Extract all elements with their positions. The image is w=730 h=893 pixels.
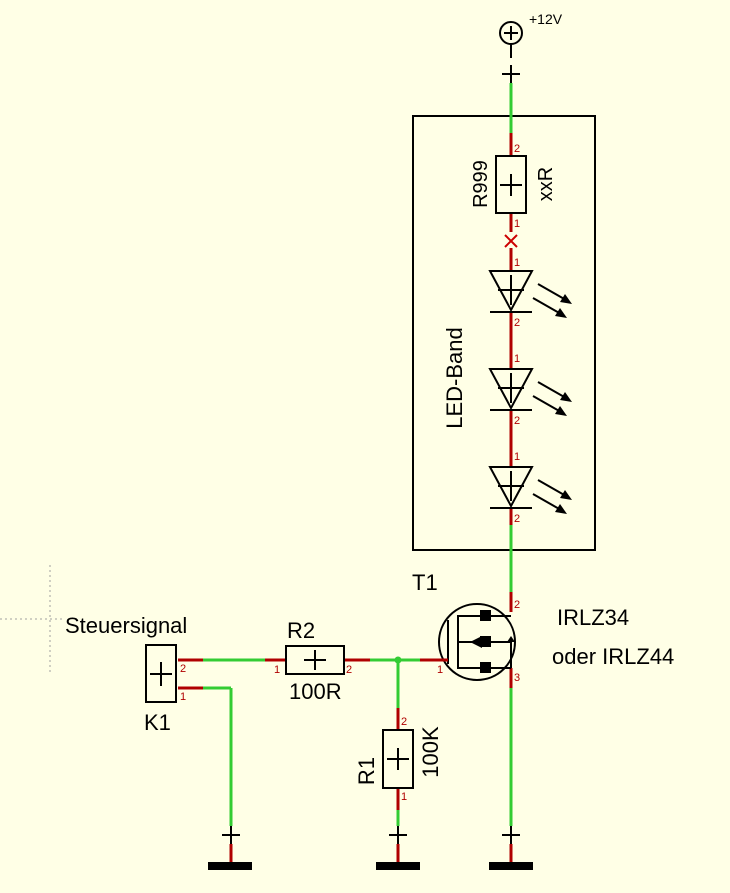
- t1-pin3: 3: [514, 672, 520, 684]
- led2-pin1: 1: [514, 353, 520, 365]
- supply-label: +12V: [529, 11, 563, 27]
- r1-value: 100K: [418, 726, 443, 778]
- k1-signal-label: Steuersignal: [65, 613, 187, 638]
- pin-stubs-gate: [178, 658, 448, 810]
- ground-symbol-r1[interactable]: [376, 826, 420, 870]
- resistor-r1[interactable]: [382, 729, 414, 789]
- r2-pin1: 1: [274, 664, 280, 676]
- r999-value: xxR: [535, 167, 557, 201]
- t1-type-line1: IRLZ34: [557, 605, 629, 630]
- k1-name: K1: [144, 710, 171, 735]
- led-3[interactable]: [488, 466, 572, 514]
- r999-name: R999: [470, 160, 492, 208]
- r2-value: 100R: [289, 679, 342, 704]
- r1-name: R1: [354, 757, 379, 785]
- mosfet-t1[interactable]: [438, 603, 516, 681]
- led-2[interactable]: [488, 368, 572, 416]
- r999-pin1: 1: [514, 218, 520, 230]
- led1-pin2: 2: [514, 317, 520, 329]
- led-band-frame: [412, 115, 596, 551]
- led-band-label: LED-Band: [442, 327, 467, 429]
- led1-pin1: 1: [514, 257, 520, 269]
- led3-pin1: 1: [514, 451, 520, 463]
- t1-type-line2: oder IRLZ44: [552, 644, 674, 669]
- led3-pin2: 2: [514, 513, 520, 525]
- r1-pin1: 1: [401, 791, 407, 803]
- t1-pin2: 2: [514, 599, 520, 611]
- gate-wire: [203, 658, 420, 826]
- k1-pin1: 1: [180, 691, 186, 703]
- k1-pin2: 2: [180, 663, 186, 675]
- junction-dot: [394, 656, 402, 664]
- no-connect-marker: [504, 234, 518, 248]
- led-1[interactable]: [488, 270, 572, 318]
- t1-pin1: 1: [437, 664, 443, 676]
- t1-name: T1: [412, 570, 438, 595]
- r2-pin2: 2: [346, 664, 352, 676]
- connector-k1[interactable]: [145, 644, 177, 703]
- resistor-r999[interactable]: [495, 155, 527, 214]
- resistor-r2[interactable]: [285, 645, 345, 675]
- r2-name: R2: [287, 618, 315, 643]
- ground-symbol-t1[interactable]: [489, 826, 533, 870]
- led2-pin2: 2: [514, 415, 520, 427]
- r999-pin2: 2: [514, 143, 520, 155]
- r1-pin2: 2: [401, 716, 407, 728]
- ground-symbol-k1[interactable]: [208, 826, 252, 870]
- supply-symbol[interactable]: [499, 21, 523, 83]
